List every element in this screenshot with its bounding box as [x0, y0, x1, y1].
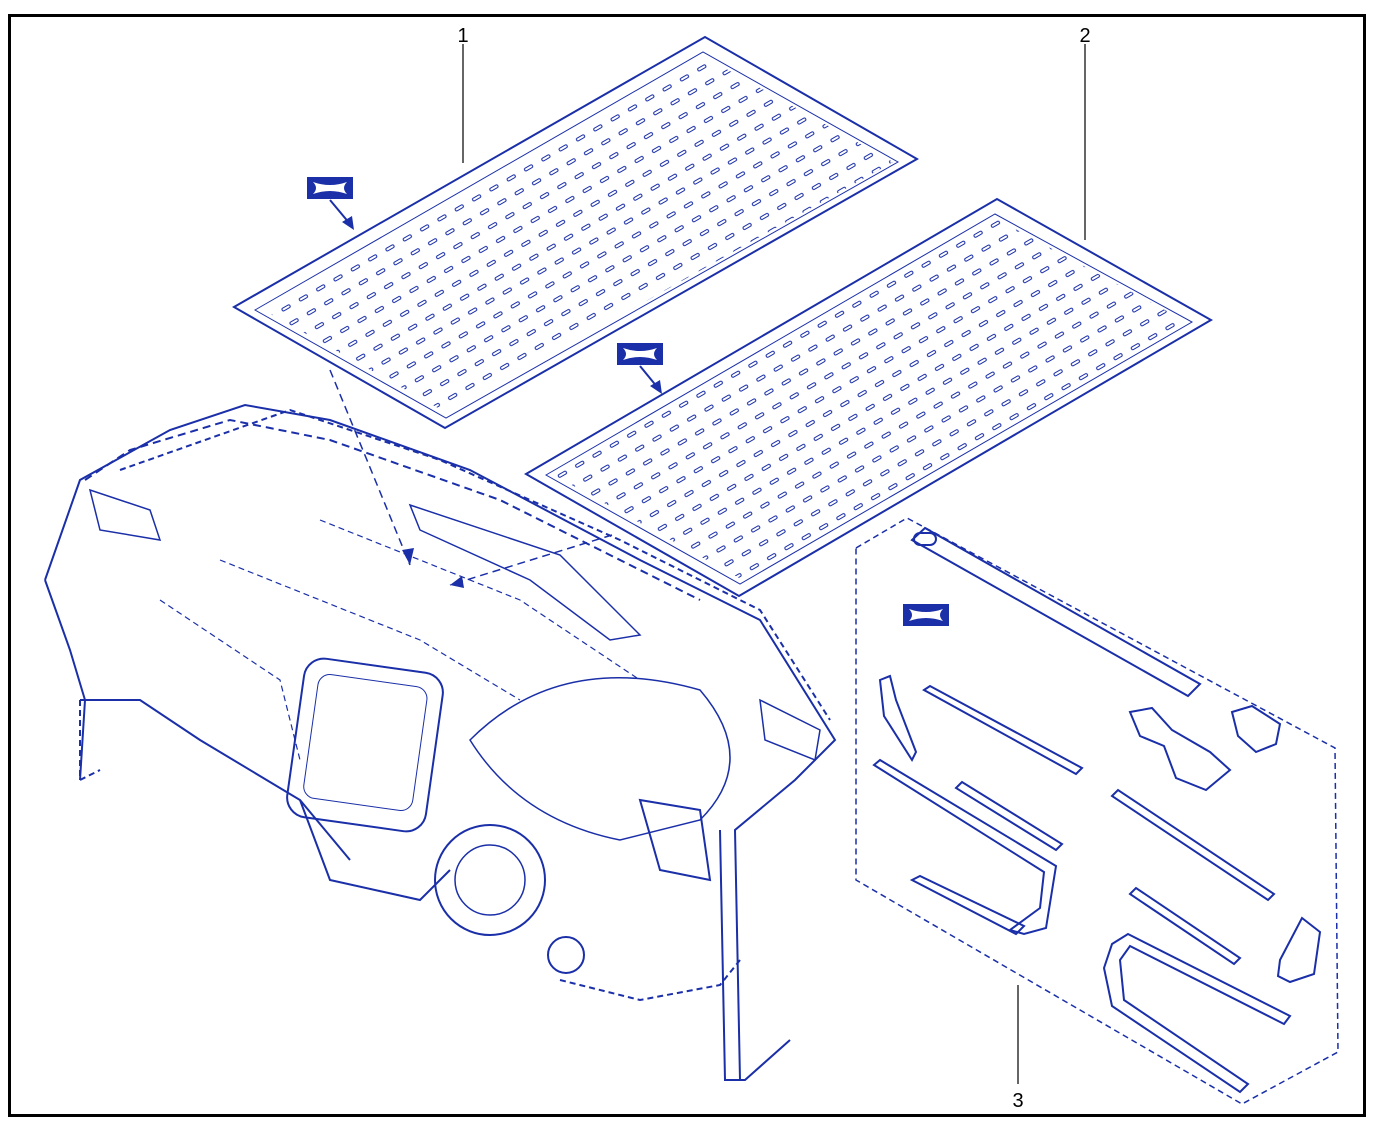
- callout-1: 1: [457, 25, 468, 47]
- adhesive-sheet-icon: [307, 177, 354, 230]
- callout-2: 2: [1079, 25, 1090, 47]
- callout-3: 3: [1012, 1090, 1023, 1112]
- adhesive-sheet-icon: [903, 604, 949, 626]
- leader-lines: [462, 44, 1086, 1084]
- trim-kit: [855, 517, 1339, 1105]
- dashboard-assembly: [44, 403, 837, 1081]
- adhesive-sheet-icon: [617, 343, 663, 394]
